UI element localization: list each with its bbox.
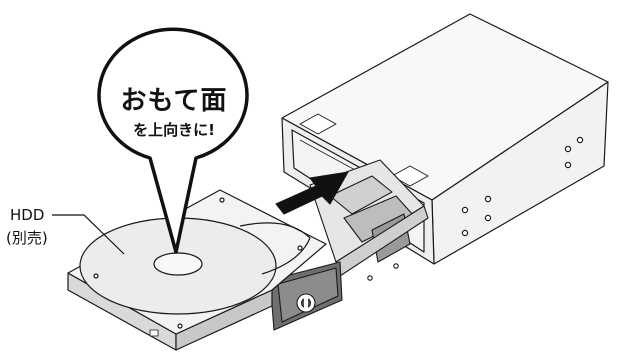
speech-balloon-shape (97, 27, 249, 254)
screw-hole (461, 206, 469, 214)
callout-subtitle: を上向きに! (133, 121, 215, 139)
drive-tray (269, 159, 429, 331)
hard-disk-drive (67, 189, 327, 351)
screw-hole (461, 229, 469, 237)
screw-hole (484, 214, 492, 222)
screw-hole (564, 145, 572, 153)
speech-balloon (97, 27, 249, 254)
insert-direction-arrow (275, 171, 349, 215)
hdd-label: HDD (10, 206, 45, 224)
callout-title: おもて面 (120, 86, 228, 116)
screw-hole (484, 195, 492, 203)
screw-hole (564, 161, 572, 169)
hdd-leader-line (52, 214, 125, 255)
hdd-sold-separately-note: (別売) (6, 229, 48, 247)
screw-hole (576, 136, 584, 144)
